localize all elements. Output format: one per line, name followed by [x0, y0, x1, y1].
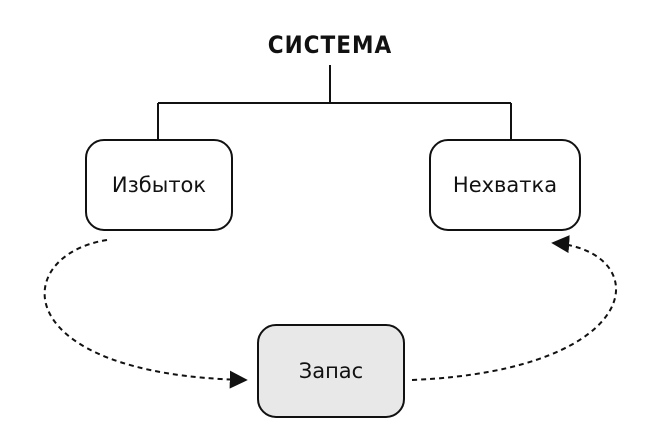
node-shortage-box [429, 139, 581, 231]
hierarchy-connectors [157, 65, 512, 140]
flow-arrow-surplus-to-reserve [43, 239, 248, 389]
node-reserve: Запас [257, 324, 405, 418]
flow-arrow-reserve-to-shortage [411, 235, 617, 381]
node-shortage-label: Нехватка [453, 173, 557, 197]
node-reserve-label: Запас [299, 359, 363, 383]
node-surplus-box [85, 139, 233, 231]
node-surplus: Избыток [85, 139, 233, 231]
node-reserve-box [257, 324, 405, 418]
node-surplus-label: Избыток [112, 173, 206, 197]
diagram-title: СИСТЕМА [268, 31, 392, 59]
node-shortage: Нехватка [429, 139, 581, 231]
